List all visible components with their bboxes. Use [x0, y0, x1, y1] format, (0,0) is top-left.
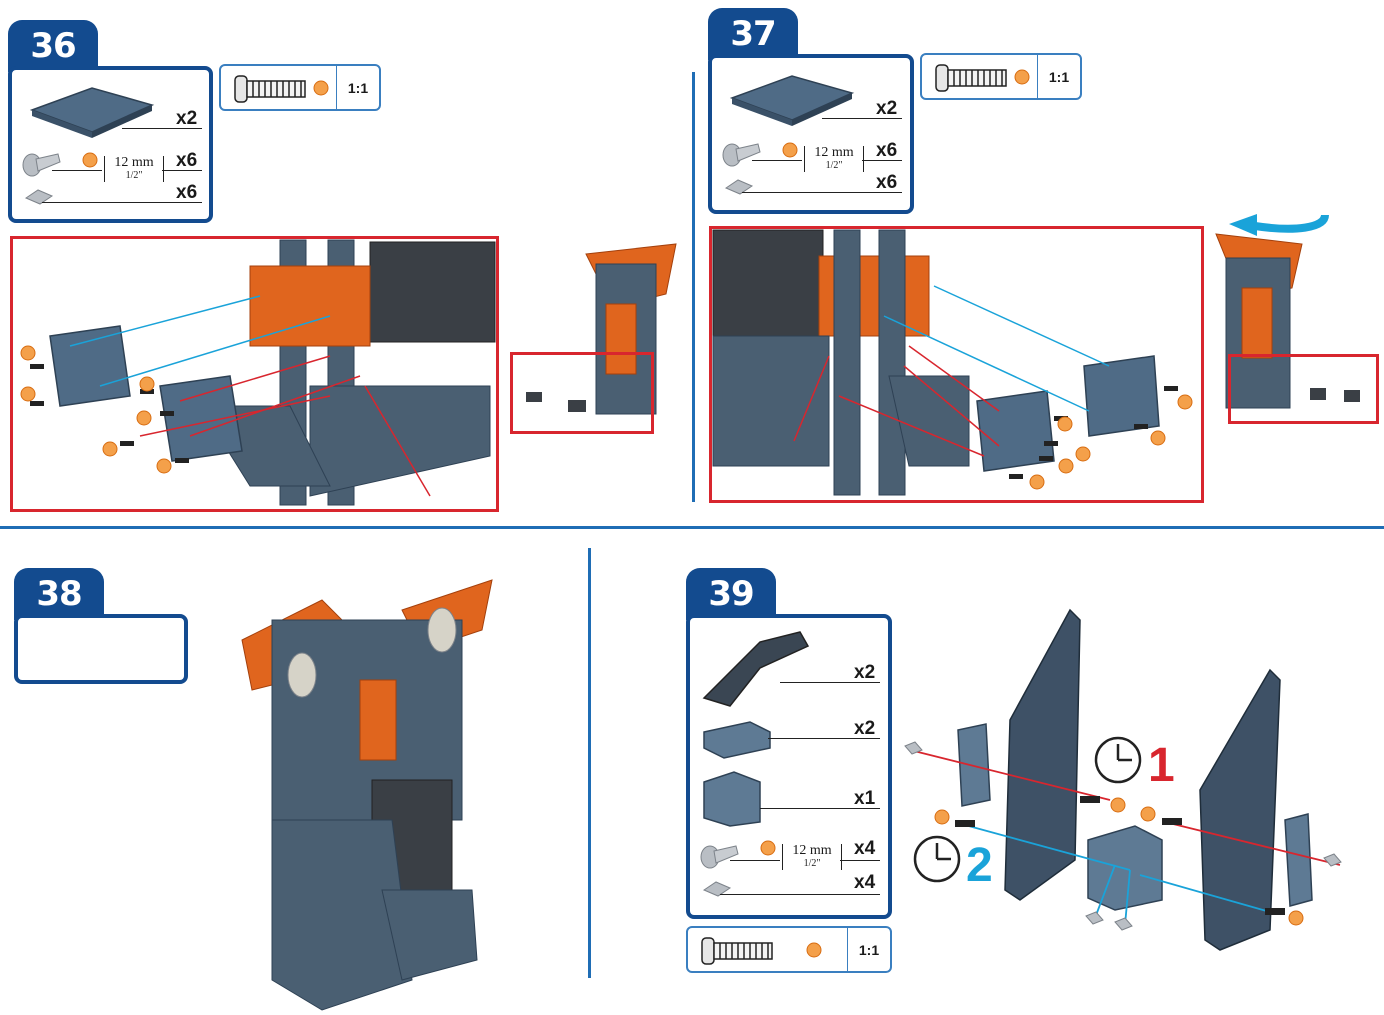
- screw-scale-icon: [935, 64, 1007, 92]
- sequence-2-label: 2: [966, 839, 993, 892]
- s3-badge-icon: [1014, 69, 1030, 85]
- scale-ratio: 1:1: [847, 928, 890, 971]
- screw-scale-icon: [701, 937, 773, 965]
- rotate-arrow-icon: [1229, 214, 1329, 236]
- s3-badge-icon: [760, 840, 776, 856]
- scale-reference-37: 1:1: [920, 53, 1082, 100]
- detail-locator-36: [510, 352, 654, 434]
- robot-overview-36: [526, 243, 677, 415]
- column-divider-top: [692, 72, 695, 502]
- qty-connector: x2: [854, 718, 876, 739]
- scale-ratio: 1:1: [1037, 55, 1080, 98]
- scale-reference-39: 1:1: [686, 926, 892, 973]
- scale-reference-36: 1:1: [219, 64, 381, 111]
- screw-icon: [700, 845, 739, 869]
- qty-angle: x1: [854, 788, 876, 809]
- nut-icon: [24, 189, 54, 205]
- scale-ratio: 1:1: [336, 66, 379, 109]
- qty-nut: x6: [876, 172, 898, 193]
- sequence-1-label: 1: [1148, 739, 1175, 792]
- detail-locator-37: [1228, 354, 1379, 424]
- blue-plate-icon: [729, 75, 855, 126]
- detail-frame-36: [10, 236, 499, 512]
- step-number-36: 36: [8, 20, 98, 72]
- step-number-38: 38: [14, 568, 104, 620]
- robot-assembled-38: [241, 579, 493, 1011]
- step-number-39: 39: [686, 568, 776, 620]
- detail-frame-37: [709, 226, 1204, 503]
- screw-scale-icon: [234, 75, 306, 103]
- robot-overview-37: [1215, 233, 1360, 409]
- qty-bracket: x2: [854, 662, 876, 683]
- blue-plate-icon: [29, 87, 155, 138]
- screw-icon: [722, 143, 761, 167]
- qty-plate: x2: [876, 98, 898, 119]
- s3-badge-icon: [806, 942, 822, 958]
- assembly-illustration-37: [712, 229, 1193, 496]
- qty-plate: x2: [176, 108, 198, 129]
- qty-screw: x6: [876, 140, 898, 161]
- step-number-37: 37: [708, 8, 798, 60]
- dark-bracket-icon: [702, 631, 810, 707]
- angle-bracket-icon: [703, 771, 761, 827]
- qty-screw: x4: [854, 838, 876, 859]
- nut-icon: [702, 881, 732, 897]
- qty-screw: x6: [176, 150, 198, 171]
- qty-nut: x6: [176, 182, 198, 203]
- row-divider: [0, 526, 1384, 529]
- connector-block-icon: [703, 721, 771, 759]
- s3-badge-icon: [313, 80, 329, 96]
- assembly-illustration-36: [20, 239, 496, 506]
- qty-nut: x4: [854, 872, 876, 893]
- s3-badge-icon: [82, 152, 98, 168]
- s3-badge-icon: [782, 142, 798, 158]
- assembly-illustration-39: [904, 608, 1342, 951]
- column-divider-bottom: [588, 548, 591, 978]
- parts-list-38: [14, 614, 188, 684]
- screw-icon: [22, 153, 61, 177]
- nut-icon: [724, 179, 754, 195]
